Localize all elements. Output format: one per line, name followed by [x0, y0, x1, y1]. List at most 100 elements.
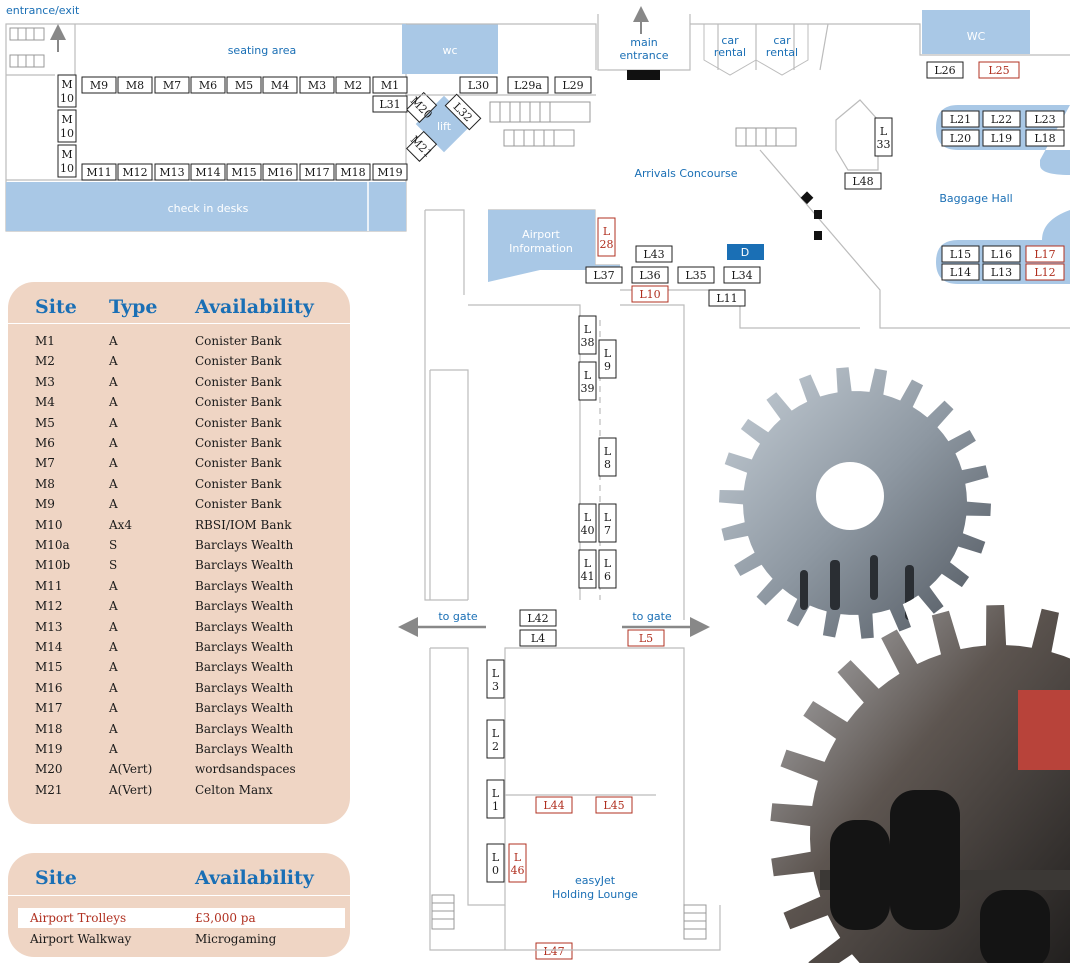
site-l48[interactable]: L48 [844, 172, 882, 190]
other-row-availability: Microgaming [195, 932, 277, 946]
site-l6[interactable]: L6 [598, 549, 617, 589]
concourse-photo [719, 367, 991, 639]
site-d[interactable]: D [727, 244, 764, 260]
site-m6[interactable]: M6 [190, 76, 226, 94]
site-m8[interactable]: M8 [117, 76, 153, 94]
site-m7[interactable]: M7 [154, 76, 190, 94]
site-l46[interactable]: L46 [508, 843, 527, 883]
availability-row-type: A [109, 436, 118, 450]
car-rental-2-label-2: rental [766, 46, 798, 59]
site-l20[interactable]: L20 [941, 129, 980, 147]
site-label: 6 [604, 570, 611, 583]
site-m10-mid[interactable]: M 10 [57, 109, 77, 143]
site-m18[interactable]: M18 [335, 163, 371, 181]
site-l15[interactable]: L15 [941, 245, 980, 263]
site-label: 1 [492, 800, 499, 813]
site-l47[interactable]: L47 [535, 942, 573, 960]
escalator-steps [499, 102, 777, 146]
site-l2[interactable]: L2 [486, 719, 505, 759]
site-l29[interactable]: L29 [554, 76, 592, 94]
site-m17[interactable]: M17 [299, 163, 335, 181]
site-label: 8 [604, 458, 611, 471]
site-l22[interactable]: L22 [982, 110, 1021, 128]
site-l31[interactable]: L31 [372, 95, 408, 113]
other-row-availability: £3,000 pa [195, 911, 256, 925]
site-l23[interactable]: L23 [1025, 110, 1065, 128]
site-label: 9 [604, 360, 611, 373]
availability-row-type: A [109, 415, 118, 430]
arrivals-concourse-label: Arrivals Concourse [634, 167, 737, 180]
availability-row-availability: Barclays Wealth [195, 599, 294, 614]
site-l41[interactable]: L41 [578, 549, 597, 589]
site-m13[interactable]: M13 [154, 163, 190, 181]
site-l11[interactable]: L11 [708, 289, 746, 307]
site-m14[interactable]: M14 [190, 163, 226, 181]
site-label: 28 [600, 238, 614, 251]
site-l7[interactable]: L7 [598, 503, 617, 543]
site-l21[interactable]: L21 [941, 110, 980, 128]
site-l43[interactable]: L43 [635, 245, 673, 263]
site-l3[interactable]: L3 [486, 659, 505, 699]
site-m16[interactable]: M16 [262, 163, 298, 181]
wc-right [922, 10, 1030, 54]
site-l0[interactable]: L0 [486, 843, 505, 883]
site-l25[interactable]: L25 [978, 61, 1020, 79]
site-l4[interactable]: L4 [519, 629, 557, 647]
site-l36[interactable]: L36 [631, 266, 669, 284]
availability-row-site: M10b [35, 558, 71, 573]
site-label: M13 [159, 166, 184, 179]
person-silhouette [830, 560, 840, 610]
site-label: L [603, 225, 611, 238]
site-l14[interactable]: L14 [941, 263, 980, 281]
site-l33[interactable]: L33 [874, 117, 893, 157]
site-l10[interactable]: L10 [631, 285, 669, 303]
availability-row-type: A [109, 578, 118, 593]
site-l1[interactable]: L1 [486, 779, 505, 819]
holding-lounge-label-1: easyJet [575, 874, 616, 887]
wc-left-label: wc [442, 44, 457, 57]
highlight-row-bg [18, 908, 345, 928]
availability-row-type: A [109, 334, 118, 348]
site-l17[interactable]: L17 [1025, 245, 1065, 263]
site-l35[interactable]: L35 [677, 266, 715, 284]
site-l13[interactable]: L13 [982, 263, 1021, 281]
site-l40[interactable]: L40 [578, 503, 597, 543]
svg-text:M: M [61, 148, 72, 161]
site-label: 7 [604, 524, 611, 537]
site-l19[interactable]: L19 [982, 129, 1021, 147]
site-l38[interactable]: L38 [578, 315, 597, 355]
site-label: L29 [562, 79, 583, 92]
site-m1[interactable]: M1 [372, 76, 408, 94]
site-m10-top[interactable]: M 10 [57, 74, 77, 108]
availability-row-site: M12 [35, 599, 63, 614]
site-l42[interactable]: L42 [519, 609, 557, 627]
site-l34[interactable]: L34 [723, 266, 761, 284]
site-l37[interactable]: L37 [585, 266, 623, 284]
site-l30[interactable]: L30 [459, 76, 498, 94]
site-l28[interactable]: L28 [597, 217, 616, 257]
site-m12[interactable]: M12 [117, 163, 153, 181]
site-m11[interactable]: M11 [81, 163, 117, 181]
site-label: M12 [122, 166, 147, 179]
site-l44[interactable]: L44 [535, 796, 573, 814]
site-m15[interactable]: M15 [226, 163, 262, 181]
site-m9[interactable]: M9 [81, 76, 117, 94]
site-l26[interactable]: L26 [926, 61, 964, 79]
site-l16[interactable]: L16 [982, 245, 1021, 263]
person-silhouette [830, 820, 890, 930]
site-m4[interactable]: M4 [262, 76, 298, 94]
site-m5[interactable]: M5 [226, 76, 262, 94]
site-l5[interactable]: L5 [627, 629, 665, 647]
site-l12[interactable]: L12 [1025, 263, 1065, 281]
site-m10-bottom[interactable]: M 10 [57, 144, 77, 178]
site-l8[interactable]: L8 [598, 437, 617, 477]
site-l45[interactable]: L45 [595, 796, 633, 814]
site-l9[interactable]: L9 [598, 339, 617, 379]
site-l29a[interactable]: L29a [507, 76, 549, 94]
site-m3[interactable]: M3 [299, 76, 335, 94]
site-l18[interactable]: L18 [1025, 129, 1065, 147]
site-m2[interactable]: M2 [335, 76, 371, 94]
site-l39[interactable]: L39 [578, 361, 597, 401]
site-m19[interactable]: M19 [372, 163, 408, 181]
